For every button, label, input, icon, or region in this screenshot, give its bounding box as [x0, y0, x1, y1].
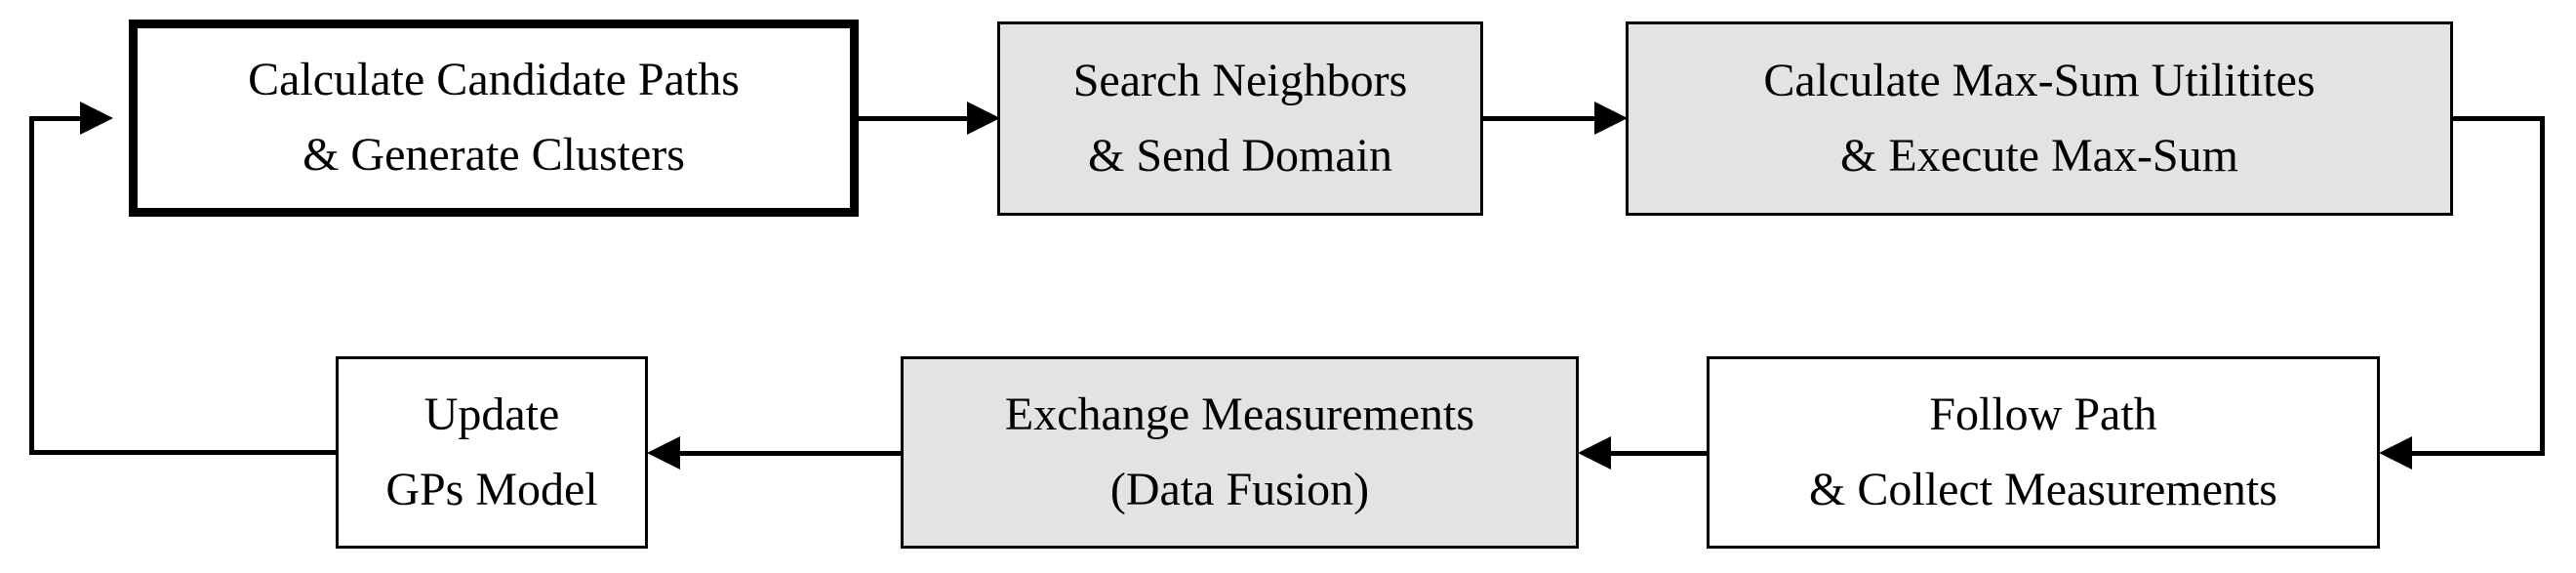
node-calculate-candidate-paths[interactable]: Calculate Candidate Paths & Generate Clu…: [129, 20, 859, 217]
arrowhead-into-calculate-max-sum: [1594, 102, 1628, 135]
edge-update-to-calculate-segment-horizontal-bottom: [29, 450, 338, 455]
node-follow-path-line1: Follow Path: [1929, 388, 2157, 440]
node-calculate-max-sum-utilities[interactable]: Calculate Max-Sum Utilitites & Execute M…: [1626, 21, 2453, 216]
arrowhead-into-update-gps-model: [647, 436, 680, 470]
edge-maxsum-to-follow-segment-horizontal-top: [2451, 116, 2545, 121]
node-search-neighbors-line1: Search Neighbors: [1072, 54, 1408, 106]
node-calculate-candidate-paths-line1: Calculate Candidate Paths: [248, 54, 740, 106]
edge-maxsum-to-follow-segment-horizontal-bottom: [2412, 451, 2545, 456]
node-update-gps-model[interactable]: Update GPs Model: [336, 356, 648, 549]
node-exchange-measurements[interactable]: Exchange Measurements (Data Fusion): [901, 356, 1579, 549]
node-follow-path[interactable]: Follow Path & Collect Measurements: [1707, 356, 2380, 549]
arrowhead-into-calculate-candidate-paths: [80, 102, 113, 135]
arrowhead-into-follow-path: [2379, 436, 2412, 470]
edge-search-to-maxsum-line: [1481, 116, 1596, 121]
node-exchange-measurements-line2: (Data Fusion): [1109, 463, 1370, 515]
node-update-gps-model-line2: GPs Model: [385, 463, 598, 515]
node-exchange-measurements-line1: Exchange Measurements: [1004, 388, 1475, 440]
node-calculate-max-sum-utilities-line2: & Execute Max-Sum: [1840, 129, 2238, 182]
node-calculate-candidate-paths-line2: & Generate Clusters: [302, 129, 685, 181]
edge-update-to-calculate-segment-horizontal-top: [29, 116, 82, 121]
edge-maxsum-to-follow-segment-vertical: [2540, 116, 2545, 456]
edge-update-to-calculate-segment-vertical: [29, 116, 34, 455]
node-follow-path-line2: & Collect Measurements: [1809, 463, 2277, 515]
arrowhead-into-search-neighbors: [967, 102, 1000, 135]
edge-calculate-to-search-line: [855, 116, 970, 121]
edge-exchange-to-update-line: [680, 451, 903, 456]
node-search-neighbors[interactable]: Search Neighbors & Send Domain: [997, 21, 1483, 216]
node-calculate-max-sum-utilities-line1: Calculate Max-Sum Utilitites: [1763, 54, 2315, 106]
edge-follow-to-exchange-line: [1611, 451, 1709, 456]
arrowhead-into-exchange-measurements: [1578, 436, 1611, 470]
node-search-neighbors-line2: & Send Domain: [1088, 129, 1392, 182]
node-update-gps-model-line1: Update: [423, 388, 560, 440]
